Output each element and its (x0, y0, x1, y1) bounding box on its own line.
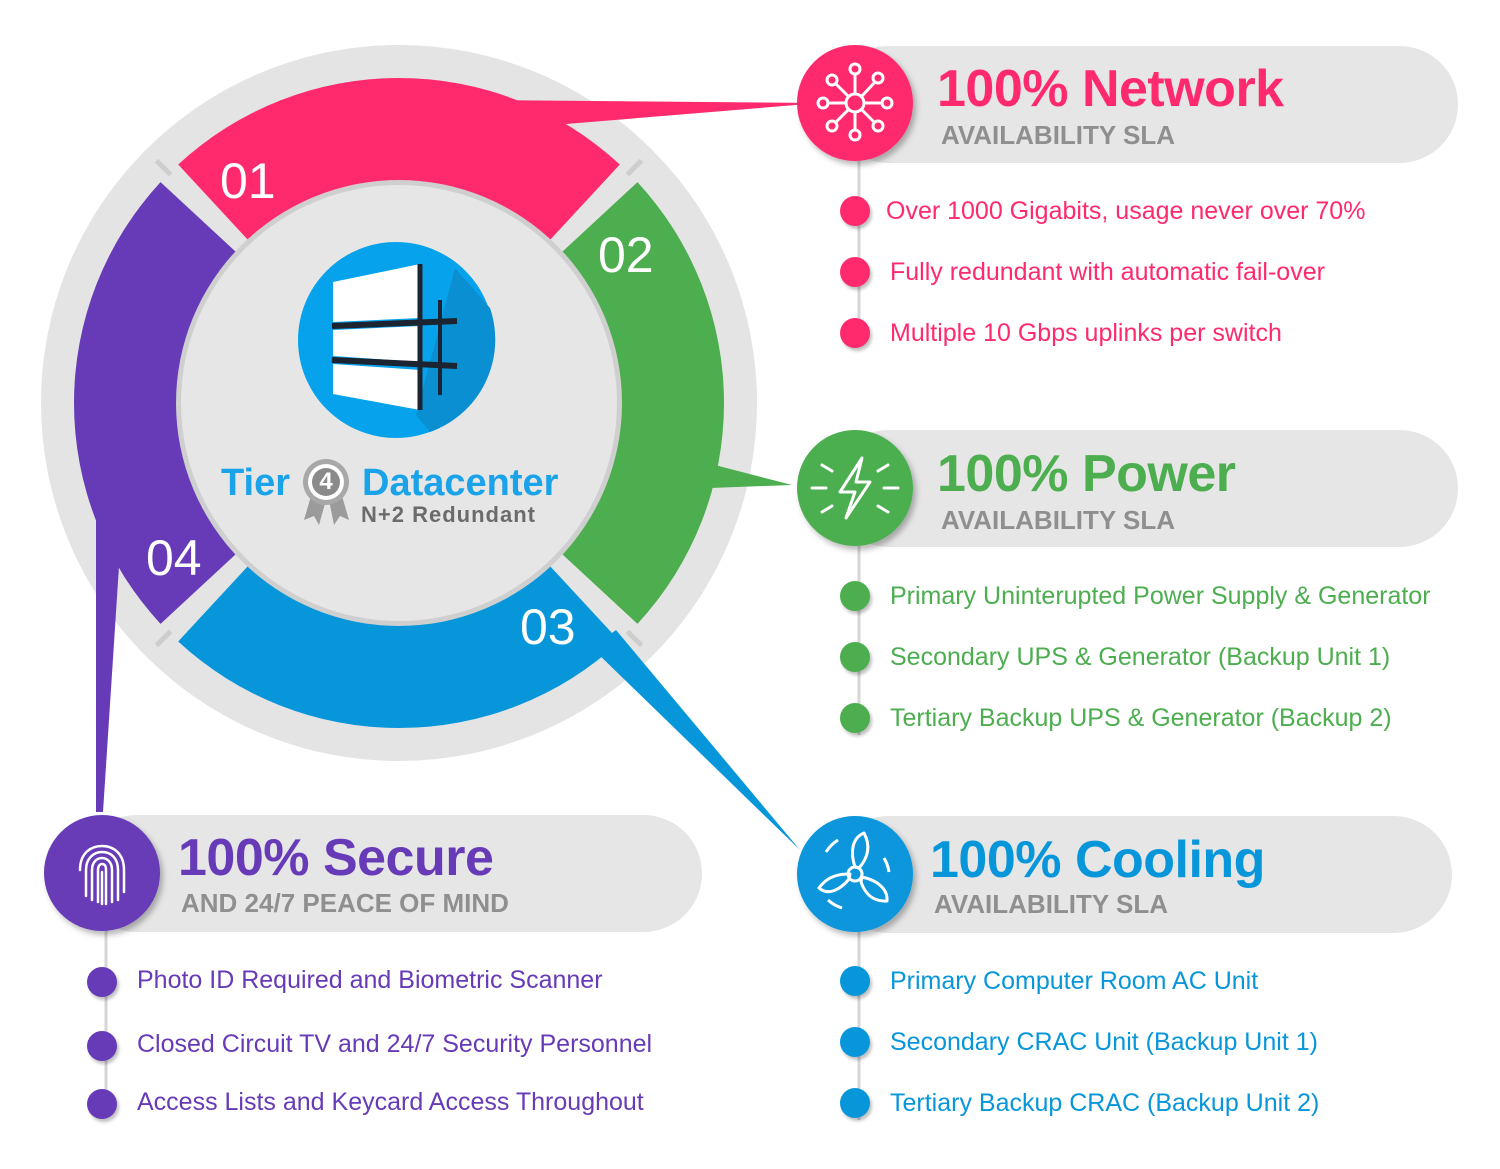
list-item-text: Fully redundant with automatic fail-over (890, 258, 1325, 286)
network-title: 100% Network (937, 60, 1284, 118)
bullet-dot (840, 1088, 870, 1118)
ring-segment-01 (178, 78, 620, 241)
cooling-bar (830, 816, 1452, 933)
list-item-text: Photo ID Required and Biometric Scanner (137, 966, 603, 994)
list-item-text: Tertiary Backup UPS & Generator (Backup … (890, 704, 1392, 732)
list-item-text: Secondary UPS & Generator (Backup Unit 1… (890, 643, 1391, 671)
secure-subtitle: AND 24/7 PEACE OF MIND (181, 888, 509, 918)
ring-segment-number: 01 (220, 153, 276, 209)
lightning-bolt-icon (797, 430, 913, 546)
bullet-dot (87, 967, 117, 997)
network-nodes-icon (797, 45, 913, 161)
center-datacenter-word: Datacenter (362, 462, 559, 504)
ring-divider (154, 158, 173, 177)
tier-number: 4 (319, 468, 333, 495)
bullet-dot (840, 581, 870, 611)
power-connector (710, 465, 792, 488)
bullet-dot (840, 257, 870, 287)
ring-divider (625, 158, 644, 177)
award-badge-icon (303, 459, 349, 525)
secure-title: 100% Secure (178, 829, 494, 887)
list-item-text: Primary Computer Room AC Unit (890, 967, 1259, 995)
center-redundancy-label: N+2 Redundant (361, 502, 536, 527)
fan-icon (797, 816, 913, 932)
list-item-text: Secondary CRAC Unit (Backup Unit 1) (890, 1028, 1318, 1056)
center-tier-word: Tier (221, 462, 291, 504)
bullet-dot (87, 1031, 117, 1061)
ring-segment-02 (561, 182, 725, 624)
secure-bar (78, 815, 702, 932)
power-subtitle: AVAILABILITY SLA (941, 505, 1175, 535)
ring-segment-number: 02 (598, 227, 654, 283)
list-item-text: Access Lists and Keycard Access Througho… (137, 1088, 644, 1116)
bullet-dot (840, 642, 870, 672)
ring-segment-03 (178, 565, 620, 728)
cooling-title: 100% Cooling (930, 831, 1265, 889)
bullet-dot (840, 196, 870, 226)
bullet-dot (840, 318, 870, 348)
bullet-dot (840, 703, 870, 733)
datacenter-building-icon (298, 242, 496, 438)
ring-divider (154, 629, 173, 648)
ring-segments: 01 02 03 04 (73, 78, 725, 728)
power-bar (830, 430, 1458, 547)
network-subtitle: AVAILABILITY SLA (941, 120, 1175, 150)
cooling-subtitle: AVAILABILITY SLA (934, 889, 1168, 919)
ring-segment-number: 04 (146, 530, 202, 586)
ring-segment-04 (73, 182, 237, 624)
ring-divider (625, 629, 644, 648)
list-item-text: Multiple 10 Gbps uplinks per switch (890, 319, 1282, 347)
list-item-text: Closed Circuit TV and 24/7 Security Pers… (137, 1030, 653, 1058)
cooling-connector (592, 630, 800, 850)
bullet-dot (87, 1089, 117, 1119)
list-item-text: Primary Uninterupted Power Supply & Gene… (890, 582, 1431, 610)
bullet-dot (840, 966, 870, 996)
fingerprint-icon (44, 815, 160, 931)
network-connector (475, 100, 820, 124)
secure-connector (96, 520, 122, 812)
power-title: 100% Power (937, 445, 1236, 503)
list-item-text: Over 1000 Gigabits, usage never over 70% (886, 197, 1366, 225)
ring-segment-number: 03 (520, 599, 576, 655)
network-bar (830, 46, 1458, 163)
list-item-text: Tertiary Backup CRAC (Backup Unit 2) (890, 1089, 1320, 1117)
bullet-dot (840, 1027, 870, 1057)
